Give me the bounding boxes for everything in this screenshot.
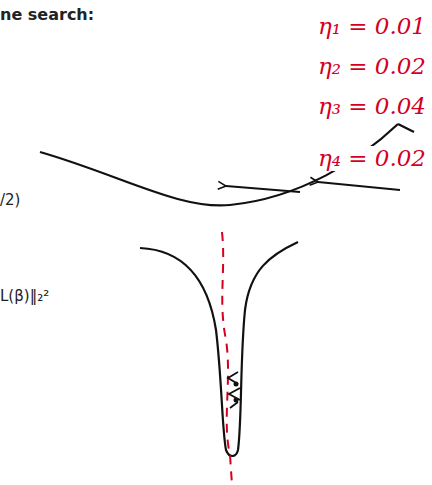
narrow-valley <box>140 242 298 456</box>
step-arrow <box>226 186 300 192</box>
step-size-note: η₄ = 0.02 <box>316 146 428 171</box>
zigzag-steps <box>228 372 240 408</box>
step-size-note: η₂ = 0.02 <box>316 54 428 79</box>
formula-fragment: /2) <box>0 192 20 209</box>
formula-fragment: L(β)‖₂² <box>0 288 49 305</box>
zigzag-dot <box>234 382 239 387</box>
zigzag-dot <box>234 398 239 403</box>
valley-axis <box>222 232 232 485</box>
step-size-note: η₃ = 0.04 <box>316 94 428 119</box>
slide-heading: ne search: <box>0 6 94 24</box>
step-size-note: η₁ = 0.01 <box>316 14 428 39</box>
step-arrow <box>318 182 400 190</box>
